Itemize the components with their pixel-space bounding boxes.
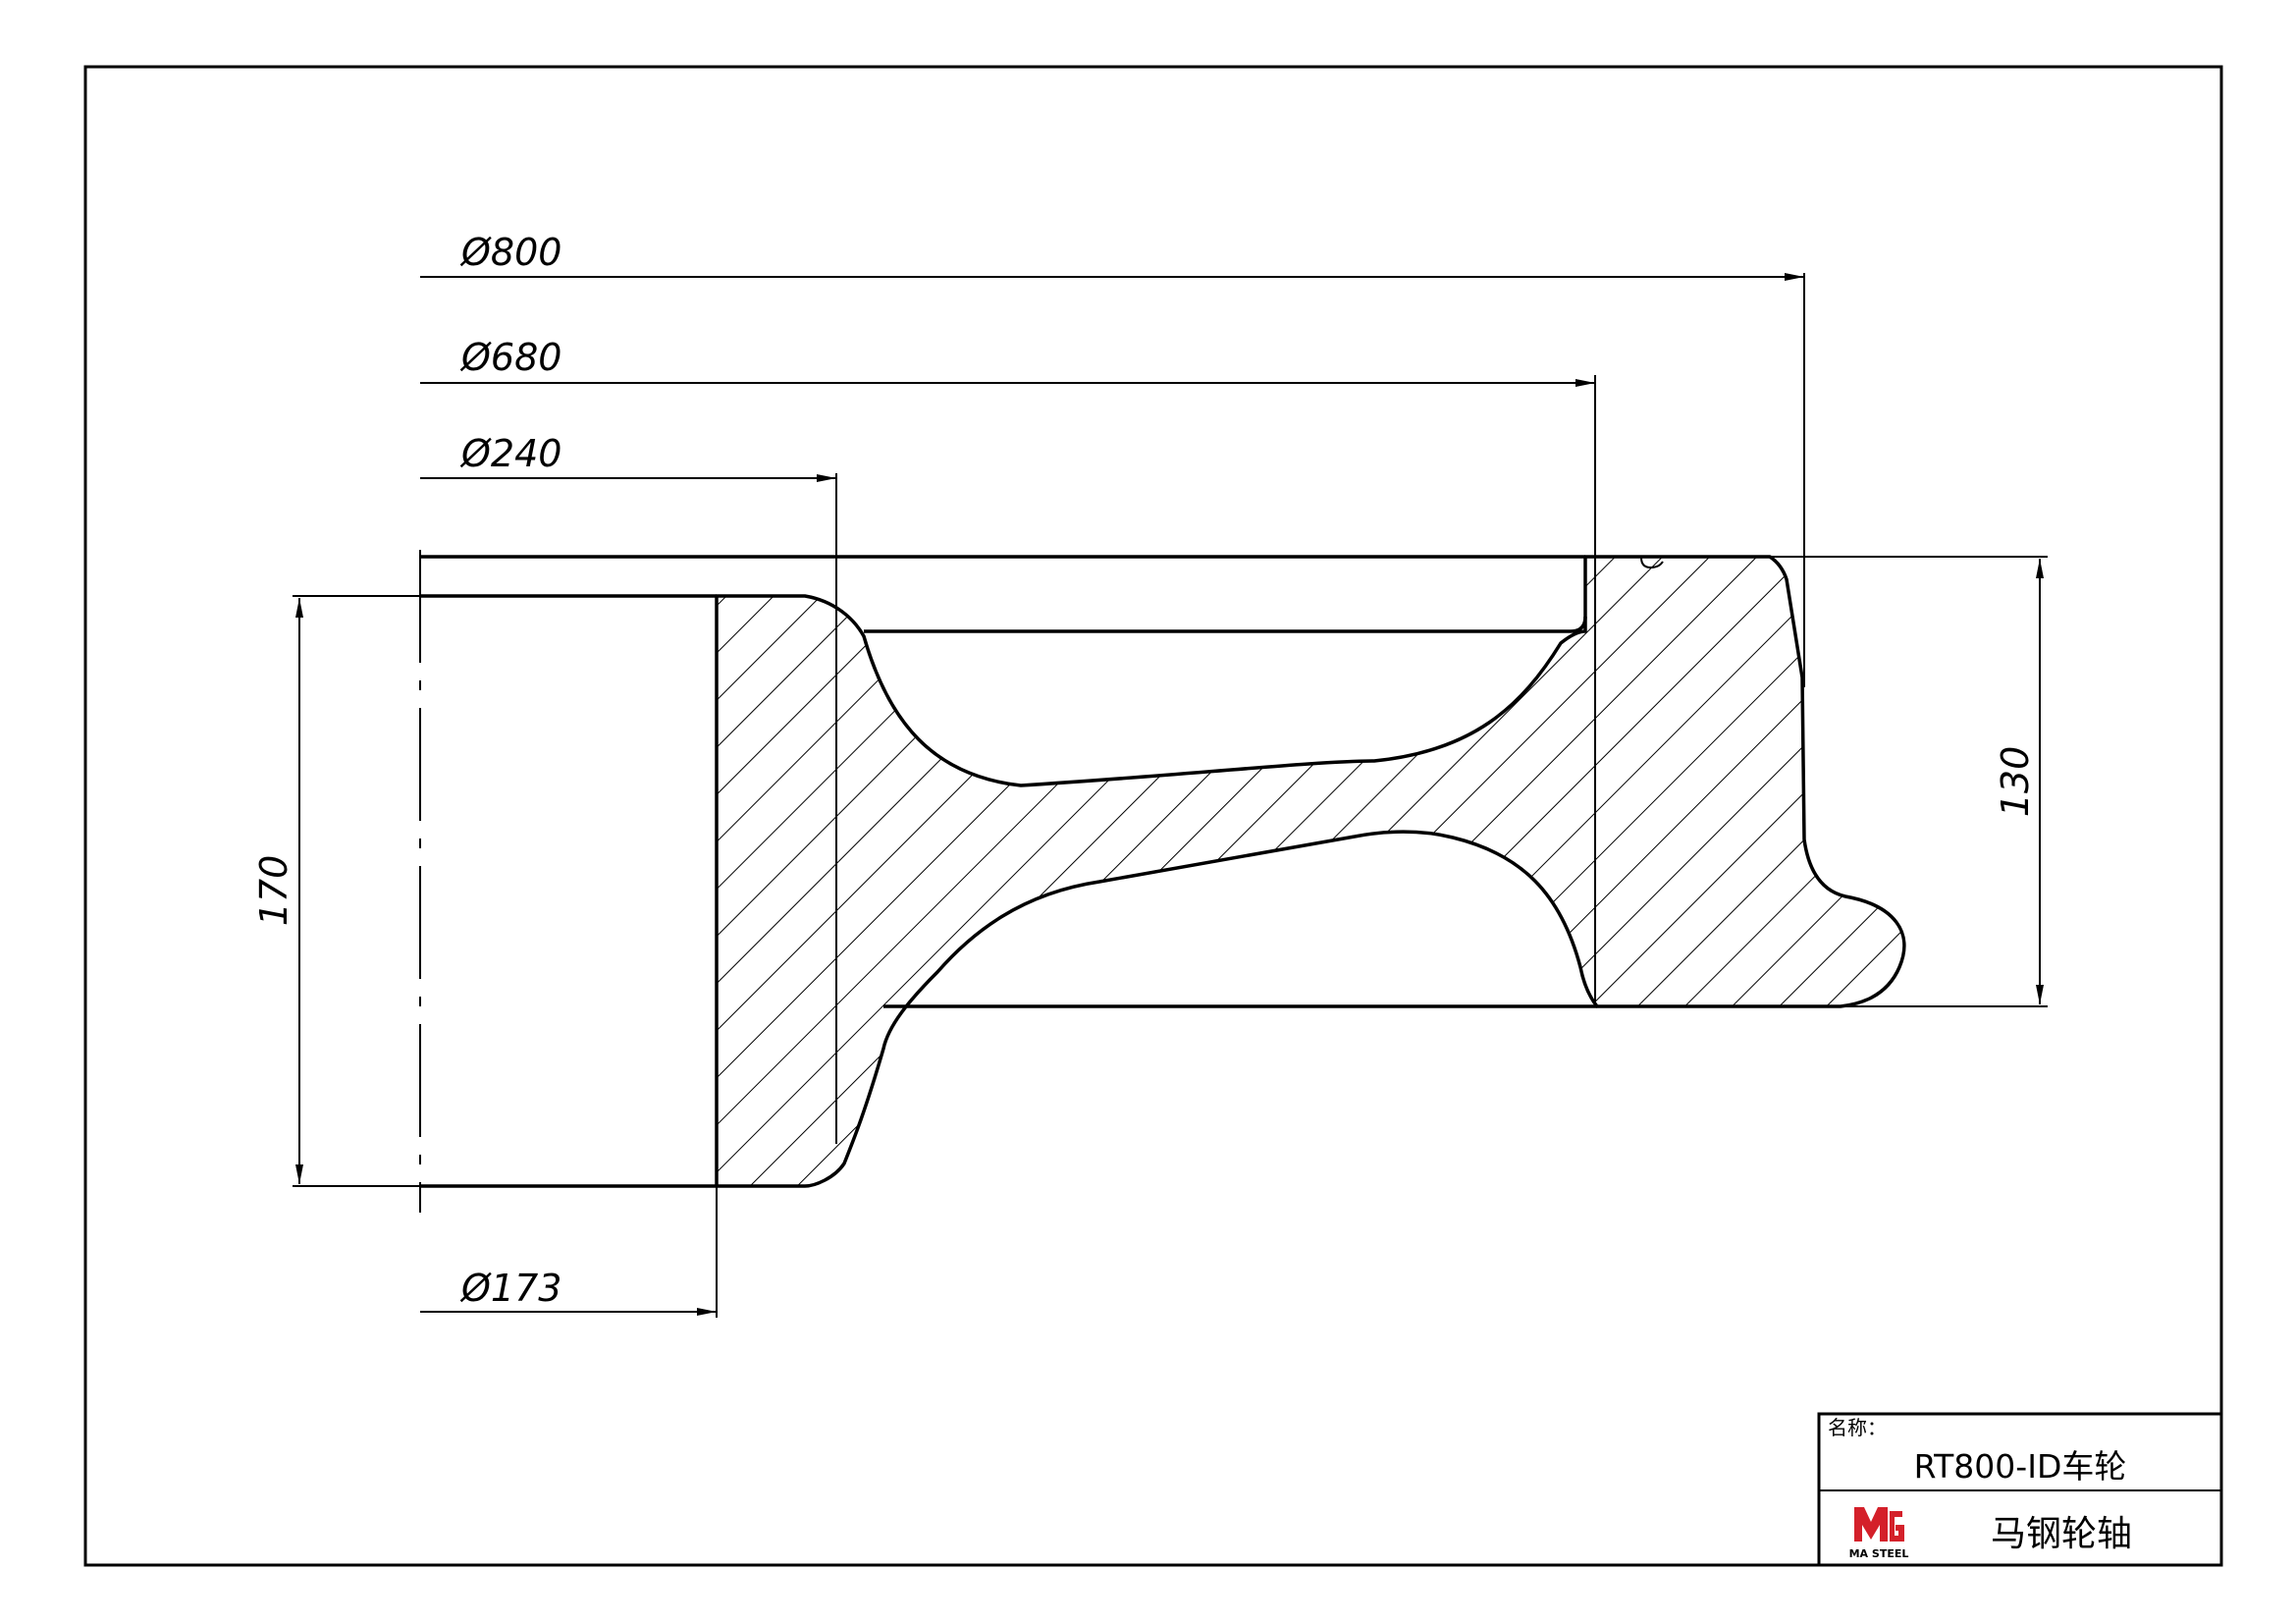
wheel-cross-section	[715, 555, 1906, 1188]
title-block: 名称： RT800-ID车轮 MA STEEL 马钢轮轴	[1817, 1412, 2223, 1567]
outline-small-groove	[1640, 557, 1664, 569]
dim-text-d173: Ø173	[459, 1267, 561, 1310]
title-block-part-name: RT800-ID车轮	[1914, 1447, 2127, 1486]
dim-text-d680: Ø680	[459, 336, 561, 379]
outline-recess-top	[864, 616, 1587, 633]
title-block-company: 马钢轮轴	[1991, 1514, 2132, 1554]
logo-m-mark	[1854, 1507, 1888, 1542]
dim-text-d800: Ø800	[459, 231, 561, 274]
title-block-name-label: 名称：	[1828, 1416, 1887, 1439]
logo-text: MA STEEL	[1849, 1547, 1909, 1560]
dim-text-d240: Ø240	[459, 432, 561, 475]
dim-text-170: 170	[252, 855, 295, 927]
drawing-border	[83, 65, 2223, 1567]
dim-text-130: 130	[1994, 746, 2037, 818]
masteel-logo: MA STEEL	[1849, 1507, 1909, 1560]
logo-g-mark	[1890, 1511, 1904, 1542]
